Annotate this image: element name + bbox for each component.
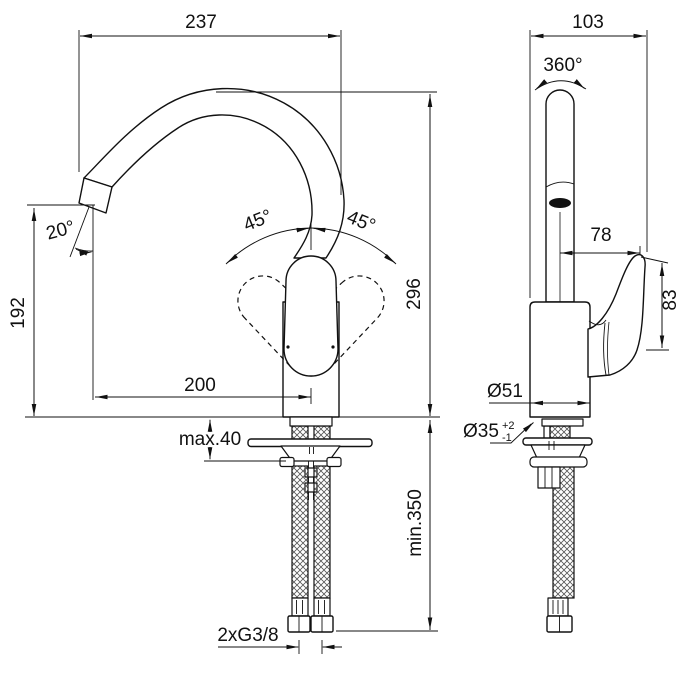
dim-swivel-right: 45°	[344, 207, 379, 237]
dim-hole-tol-minus: -1	[502, 432, 512, 444]
dim-body-diameter: Ø51	[487, 381, 523, 402]
dim-height-to-outlet: 192	[8, 297, 29, 329]
dim-depth: 103	[572, 12, 604, 33]
supply-hose-left	[291, 465, 309, 599]
base-collar	[289, 416, 333, 427]
hose-crimp-left	[291, 597, 309, 617]
spout-tube-side	[545, 89, 575, 303]
side-view: 103 360°	[463, 12, 681, 633]
escutcheon-plate	[247, 438, 373, 448]
dim-handle-height: 83	[660, 289, 681, 310]
clamp-tab-left	[279, 456, 295, 468]
dim-spout-rotation: 360°	[543, 55, 582, 76]
front-view: 237 20° 192 200 45° 45° 29	[8, 12, 440, 654]
dim-spout-width: 237	[185, 12, 217, 33]
dim-hole-diameter: Ø35	[463, 421, 499, 442]
arc-360	[534, 80, 587, 91]
lever-handle-front	[283, 255, 339, 377]
dim-max-deck: max.40	[179, 429, 241, 450]
spout-tube	[83, 87, 345, 259]
dim-total-height: 296	[404, 278, 425, 310]
dim-hose-thread: 2xG3/8	[217, 625, 278, 646]
mounting-cone-side	[530, 444, 586, 459]
clamp-tab-right	[326, 456, 342, 468]
supply-hose-right	[313, 465, 331, 599]
hose-crimp-right	[313, 597, 331, 617]
mounting-nut-side	[537, 466, 561, 489]
base-flange-side	[541, 418, 584, 427]
dim-hole-tol-plus: +2	[502, 420, 515, 432]
dim-min-hose: min.350	[405, 489, 426, 557]
hose-shank-left	[291, 425, 309, 441]
handle-pivot-dot-left	[286, 345, 290, 349]
dim-tilt-angle: 20°	[44, 217, 77, 245]
escutcheon-plate-side	[522, 437, 593, 446]
dim-swivel-left: 45°	[241, 206, 276, 236]
spout-aerator	[78, 177, 113, 214]
handle-pivot-dot-right	[331, 345, 335, 349]
dim-spout-reach: 200	[184, 375, 216, 396]
clamp-ring-side	[529, 456, 588, 468]
dim-handle-offset: 78	[590, 225, 611, 246]
hose-shank-right	[313, 425, 331, 441]
spout-outlet	[549, 198, 571, 208]
faucet-body-side	[529, 301, 591, 418]
lever-handle-side	[587, 253, 646, 378]
